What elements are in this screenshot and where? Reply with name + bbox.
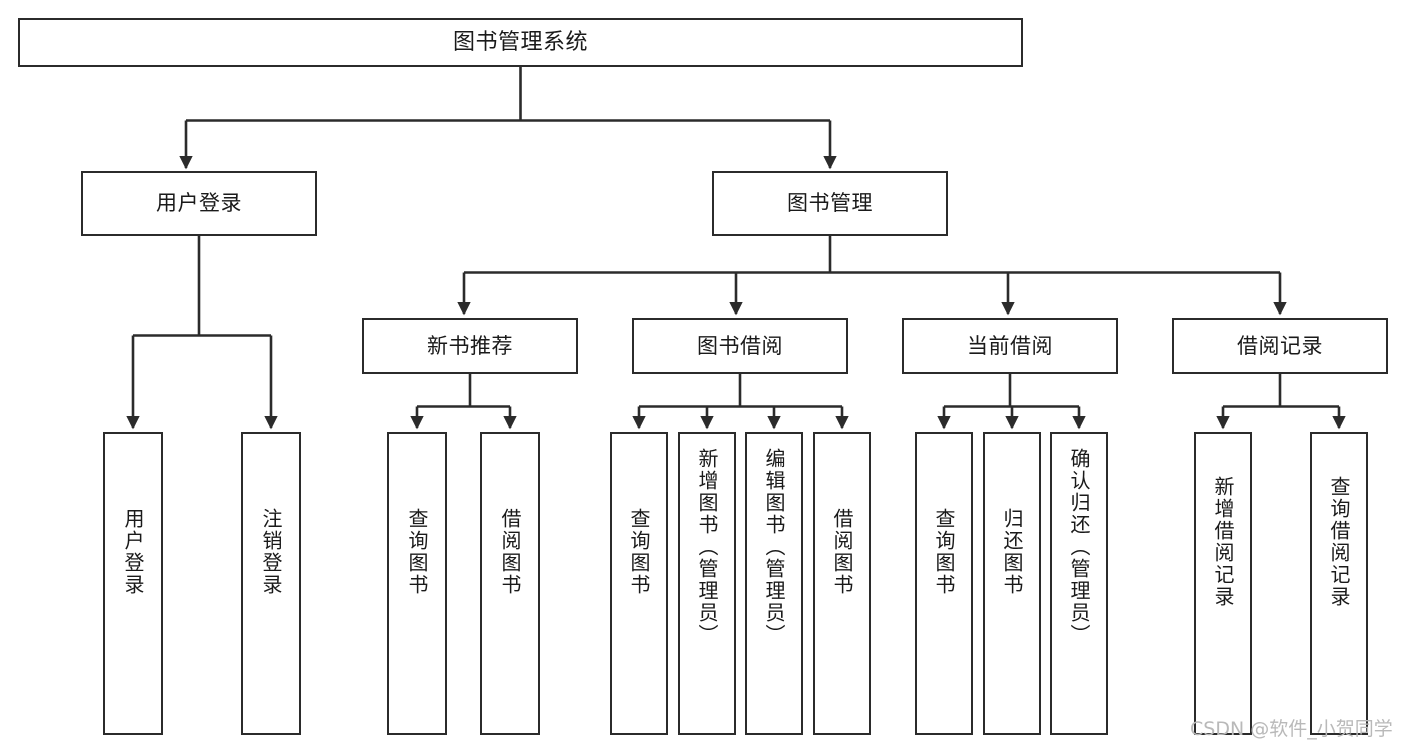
node-leaf-add-record[interactable]: 新增借阅记录: [1194, 432, 1252, 735]
node-leaf-add-record-label: 新增借阅记录: [1211, 476, 1235, 608]
node-leaf-return-book-label: 归还图书: [1000, 508, 1024, 596]
node-leaf-borrow-book-1-label: 借阅图书: [498, 508, 522, 596]
node-leaf-query-book-2[interactable]: 查询图书: [610, 432, 668, 735]
node-leaf-edit-book[interactable]: 编辑图书（管理员）: [745, 432, 803, 735]
node-leaf-edit-book-label: 编辑图书（管理员）: [762, 448, 786, 646]
node-leaf-logout-label: 注销登录: [259, 508, 283, 596]
node-root-label: 图书管理系统: [452, 29, 588, 55]
node-leaf-return-book[interactable]: 归还图书: [983, 432, 1041, 735]
node-root[interactable]: 图书管理系统: [18, 18, 1023, 67]
node-new-book-rec[interactable]: 新书推荐: [362, 318, 578, 374]
node-current-borrow[interactable]: 当前借阅: [902, 318, 1118, 374]
node-new-book-rec-label: 新书推荐: [427, 333, 513, 358]
node-leaf-borrow-book-1[interactable]: 借阅图书: [480, 432, 540, 735]
node-current-borrow-label: 当前借阅: [967, 333, 1053, 358]
node-leaf-add-book[interactable]: 新增图书（管理员）: [678, 432, 736, 735]
node-leaf-query-record[interactable]: 查询借阅记录: [1310, 432, 1368, 735]
node-leaf-user-login[interactable]: 用户登录: [103, 432, 163, 735]
node-book-manage[interactable]: 图书管理: [712, 171, 948, 236]
csdn-watermark: CSDN @软件_小贺同学: [1190, 718, 1393, 740]
node-leaf-query-book-1[interactable]: 查询图书: [387, 432, 447, 735]
node-leaf-query-book-3[interactable]: 查询图书: [915, 432, 973, 735]
node-leaf-add-book-label: 新增图书（管理员）: [695, 448, 719, 646]
node-leaf-borrow-book-2[interactable]: 借阅图书: [813, 432, 871, 735]
node-user-login-label: 用户登录: [156, 191, 242, 216]
node-leaf-query-book-3-label: 查询图书: [932, 508, 956, 596]
node-borrow-record-label: 借阅记录: [1237, 333, 1323, 358]
node-leaf-query-book-2-label: 查询图书: [627, 508, 651, 596]
node-borrow-record[interactable]: 借阅记录: [1172, 318, 1388, 374]
node-user-login[interactable]: 用户登录: [81, 171, 317, 236]
node-leaf-borrow-book-2-label: 借阅图书: [830, 508, 854, 596]
node-book-borrow-label: 图书借阅: [697, 333, 783, 358]
node-leaf-query-record-label: 查询借阅记录: [1327, 476, 1351, 608]
node-leaf-user-login-label: 用户登录: [121, 508, 145, 596]
node-book-manage-label: 图书管理: [787, 191, 873, 216]
node-leaf-logout[interactable]: 注销登录: [241, 432, 301, 735]
node-leaf-confirm-return-label: 确认归还（管理员）: [1067, 448, 1091, 646]
node-leaf-confirm-return[interactable]: 确认归还（管理员）: [1050, 432, 1108, 735]
node-book-borrow[interactable]: 图书借阅: [632, 318, 848, 374]
node-leaf-query-book-1-label: 查询图书: [405, 508, 429, 596]
